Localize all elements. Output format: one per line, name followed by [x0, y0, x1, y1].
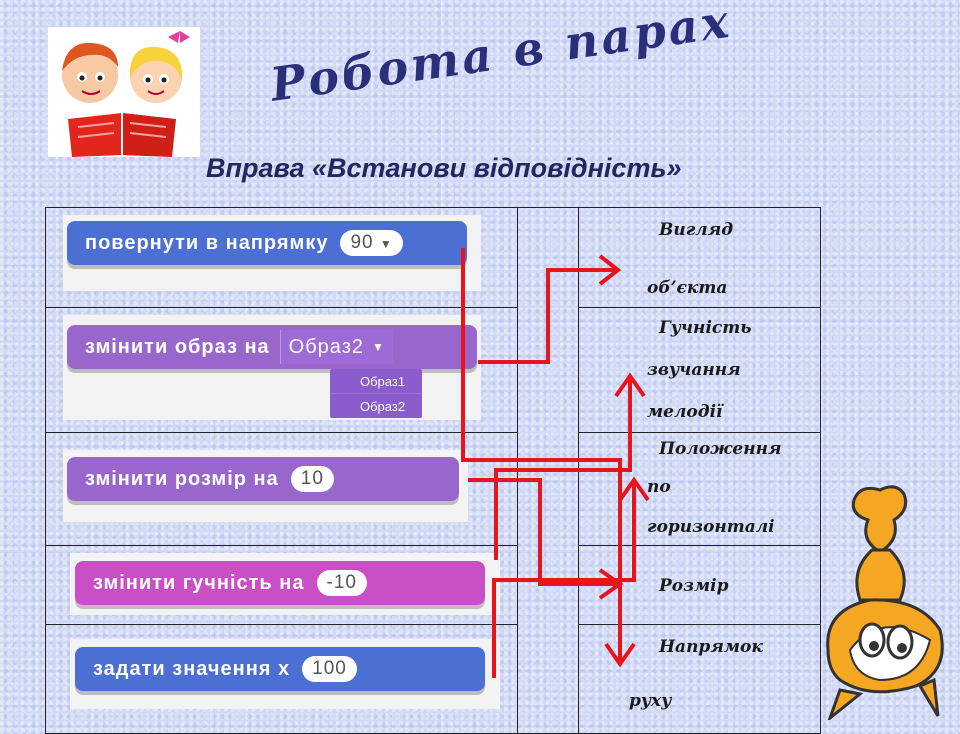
arrowhead: [604, 642, 636, 668]
answer-line: мелодії: [647, 402, 723, 422]
block-label: змінити розмір на: [85, 467, 279, 490]
answer-line: Положення: [659, 439, 782, 459]
block-label: змінити образ на: [85, 335, 270, 358]
scratch-block-set-x[interactable]: задати значення х 100: [75, 647, 485, 691]
answer-line: по: [647, 477, 671, 497]
dropdown-arrow-icon: ▼: [379, 237, 393, 251]
answer-line: об’єкта: [647, 278, 728, 298]
scratch-cat-illustration: [820, 480, 960, 723]
block-label: змінити гучність на: [93, 571, 305, 594]
table-cell-right: Положення по горизонталі: [578, 432, 821, 546]
answer-line: Вигляд: [659, 220, 734, 240]
answer-line: руху: [629, 691, 672, 711]
arrowhead: [614, 372, 646, 398]
dropdown-arrow-icon: ▼: [372, 340, 385, 354]
answer-line: звучання: [647, 360, 741, 380]
page-subtitle: Вправа «Встанови відповідність»: [206, 153, 682, 183]
scratch-block-change-volume[interactable]: змінити гучність на -10: [75, 561, 485, 605]
answer-line: Розмір: [659, 576, 729, 596]
arrow-costume-to-appearance: [478, 268, 615, 364]
block-label: задати значення х: [93, 657, 291, 680]
answer-line: Напрямок: [659, 637, 763, 657]
arrowhead: [618, 476, 650, 502]
dropdown-value: Образ2: [288, 335, 364, 358]
arrow-size-to-size: [468, 478, 620, 586]
table-cell-right: Напрямок руху: [578, 624, 821, 734]
arrowhead: [598, 254, 622, 286]
matching-table: Вигляд об’єкта Гучність звучання мелодії…: [45, 207, 821, 734]
table-cell-right: Вигляд об’єкта: [578, 207, 821, 308]
scratch-block-switch-costume[interactable]: змінити образ на Образ2 ▼: [67, 325, 477, 369]
kids-reading-illustration: [48, 27, 200, 157]
costume-dropdown-menu: Образ1 Образ2: [330, 369, 422, 418]
menu-item[interactable]: Образ2: [360, 399, 406, 414]
block-value-pill[interactable]: -10: [316, 570, 367, 596]
arrow-turn-to-direction: [461, 248, 622, 660]
block-value: 90: [350, 232, 374, 253]
block-label: повернути в напрямку: [85, 231, 329, 254]
block-value-pill[interactable]: 100: [302, 656, 357, 682]
costume-dropdown[interactable]: Образ2 ▼: [279, 330, 393, 364]
arrowhead: [598, 568, 624, 600]
answer-line: горизонталі: [647, 517, 775, 537]
answer-line: Гучність: [659, 318, 752, 338]
block-value-pill[interactable]: 10: [290, 466, 334, 492]
scratch-block-turn[interactable]: повернути в напрямку 90 ▼: [67, 221, 467, 265]
block-value-pill[interactable]: 90 ▼: [340, 230, 403, 256]
scratch-block-change-size[interactable]: змінити розмір на 10: [67, 457, 459, 501]
menu-item[interactable]: Образ1: [330, 369, 422, 394]
arrow-volume-to-loudness: [494, 380, 632, 560]
arrow-setx-to-position: [492, 484, 636, 678]
